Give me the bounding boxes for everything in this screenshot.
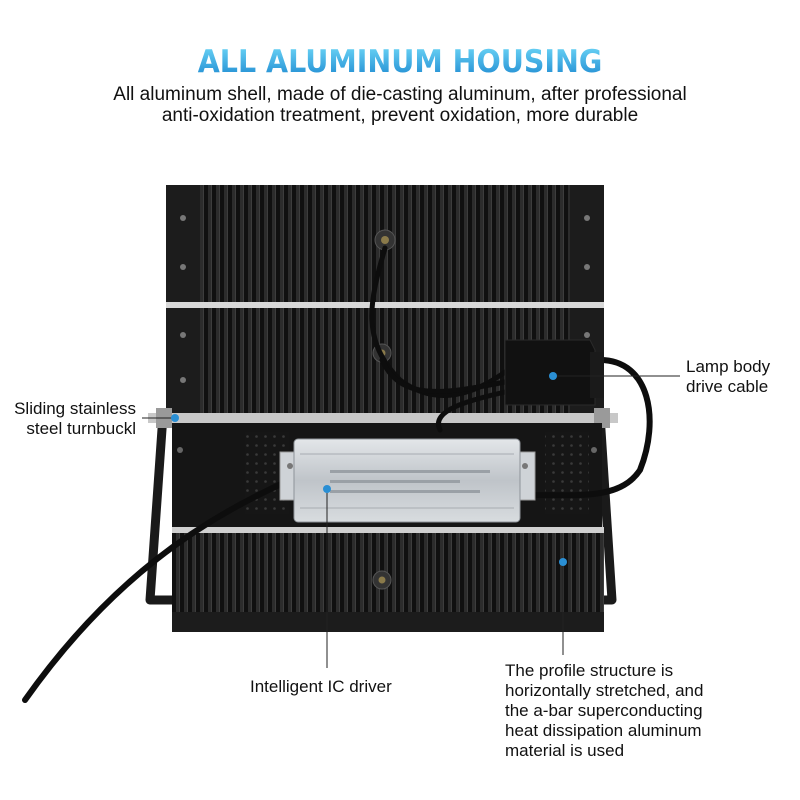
callout-lamp-cable-line-1: Lamp body <box>686 357 771 376</box>
callout-profile-line-3: the a-bar superconducting <box>505 701 703 720</box>
turnbuckle-marker <box>171 414 179 422</box>
subtitle-line-1: All aluminum shell, made of die-casting … <box>113 84 687 105</box>
callout-profile: The profile structure is horizontally st… <box>505 661 703 761</box>
callout-driver: Intelligent IC driver <box>250 677 392 696</box>
callout-markers <box>142 372 680 668</box>
callout-lamp-cable: Lamp body drive cable <box>686 357 770 397</box>
wiring <box>22 245 653 703</box>
title-graphic: ALL ALUMINUM HOUSING <box>198 44 602 80</box>
heatsink-module-top <box>166 185 604 302</box>
driver-marker <box>323 485 331 493</box>
callout-profile-line-2: horizontally stretched, and <box>505 681 704 700</box>
waterproof-connector <box>504 339 604 406</box>
callout-turnbuckle-line-1: Sliding stainless <box>14 399 136 418</box>
callout-turnbuckle: Sliding stainless steel turnbuckl <box>8 399 136 439</box>
page-title: ALL ALUMINUM HOUSING <box>32 40 768 92</box>
callout-lamp-cable-line-2: drive cable <box>686 377 769 396</box>
subtitle-line-2: anti-oxidation treatment, prevent oxidat… <box>161 105 639 126</box>
callout-profile-line-5: material is used <box>505 741 625 760</box>
callout-profile-line-4: heat dissipation aluminum <box>505 721 702 740</box>
heatsink-module-bottom <box>172 527 604 632</box>
turnbuckle-rod <box>148 413 618 423</box>
ic-driver-box <box>279 438 536 523</box>
callout-profile-line-1: The profile structure is <box>505 661 674 680</box>
callout-turnbuckle-line-2: steel turnbuckl <box>26 419 136 438</box>
profile-marker <box>559 558 567 566</box>
lamp-cable-marker <box>549 372 557 380</box>
title-text: ALL ALUMINUM HOUSING <box>198 44 602 80</box>
